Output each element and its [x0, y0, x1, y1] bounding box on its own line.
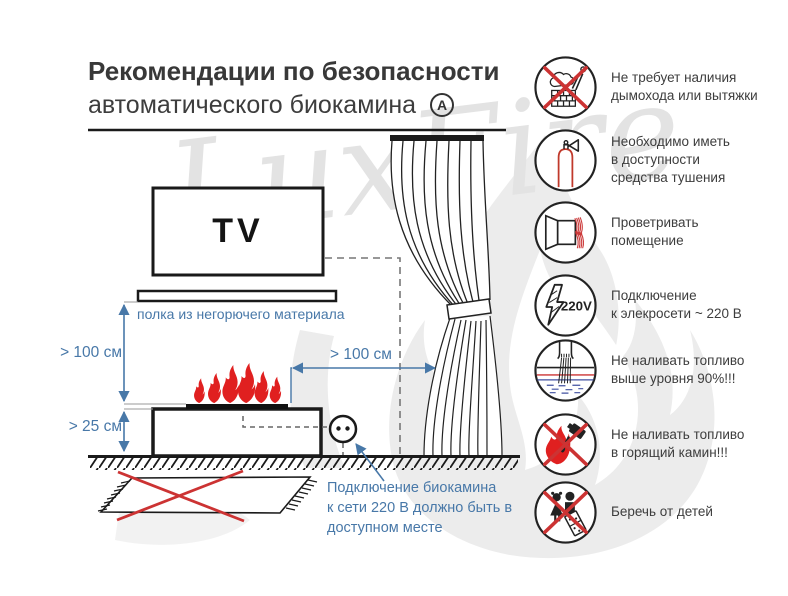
dim-label-shelf-to-flame: > 100 см	[60, 344, 122, 361]
keep-away-children-icon	[534, 480, 597, 544]
fuel-level-icon	[534, 338, 597, 402]
rule-text: Проветривать помещение	[611, 215, 699, 248]
no-refill-burning-icon	[534, 412, 597, 476]
rule-text: Беречь от детей	[611, 504, 713, 520]
no-chimney-icon	[534, 55, 597, 119]
rule-power-220v: 220V Подключение к элекросети ~ 220 В	[533, 272, 785, 338]
ventilation-icon	[534, 200, 597, 264]
floor	[88, 455, 520, 470]
title-line-2: автоматического биокамина A	[88, 88, 499, 122]
rule-text: Не наливать топливо в горящий камин!!!	[611, 427, 745, 460]
rule-extinguisher: Необходимо иметь в доступности средства …	[533, 127, 785, 193]
rule-no-refill-burning: Не наливать топливо в горящий камин!!!	[533, 411, 785, 477]
title-line-2-text: автоматического биокамина	[88, 91, 417, 119]
rule-no-chimney: Не требует наличия дымохода или вытяжки	[533, 54, 785, 120]
circled-a-badge: A	[430, 93, 455, 117]
dimension-lines	[118, 301, 437, 482]
title-line-1: Рекомендации по безопасности	[88, 56, 500, 86]
tv-box	[151, 186, 325, 277]
page-title: Рекомендации по безопасности автоматичес…	[88, 54, 499, 122]
dim-label-to-curtain: > 100 см	[330, 346, 392, 363]
rug-cross-icon	[116, 469, 245, 523]
rule-text: Не требует наличия дымохода или вытяжки	[611, 70, 758, 103]
rule-text: Подключение к элекросети ~ 220 В	[611, 288, 742, 321]
extinguisher-icon	[534, 128, 597, 192]
dim-label-floor-to-burner: > 25 см	[68, 418, 122, 435]
outlet-note: Подключение биокамина к сети 220 В должн…	[327, 480, 513, 536]
rule-fuel-level: Не наливать топливо выше уровня 90%!!!	[533, 337, 785, 403]
power-outlet	[242, 414, 358, 455]
tv-label: TV	[212, 212, 264, 250]
fireplace	[151, 363, 323, 458]
rug-prohibited	[97, 469, 318, 523]
rule-keep-away-children: Беречь от детей	[533, 479, 785, 545]
dim-to-curtain	[290, 367, 292, 403]
power-220v-icon: 220V	[534, 273, 597, 337]
rule-ventilation: Проветривать помещение	[533, 199, 785, 265]
badge-220v: 220V	[561, 298, 592, 313]
burner	[186, 404, 288, 409]
outlet-pointer-arrow	[355, 443, 385, 482]
tv-projection-dashed-line	[325, 257, 401, 455]
fire-flames	[194, 363, 282, 403]
rule-text: Не наливать топливо выше уровня 90%!!!	[611, 353, 745, 386]
shelf-material-label: полка из негорючего материала	[137, 306, 345, 322]
curtain	[390, 135, 503, 457]
shelf	[136, 289, 338, 303]
curtain-tieback	[446, 298, 492, 320]
rule-text: Необходимо иметь в доступности средства …	[611, 134, 730, 185]
